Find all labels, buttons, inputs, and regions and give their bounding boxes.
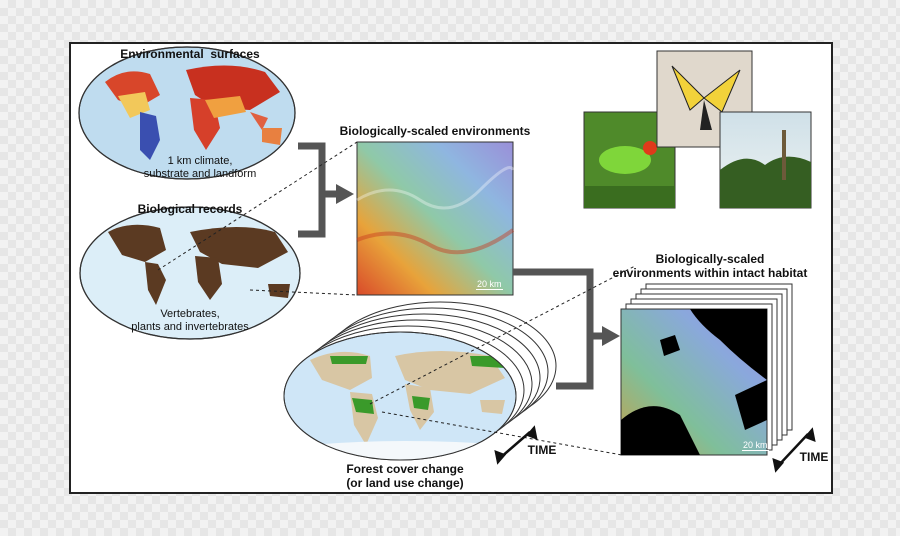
biological-records-subtitle-1: Vertebrates,	[160, 308, 220, 320]
environmental-surfaces-subtitle-2: substrate and landform	[143, 168, 257, 180]
connector-arrows	[298, 142, 604, 390]
time-label-1: TIME	[527, 443, 557, 457]
forest-cover-title-1: Forest cover change	[346, 462, 464, 476]
intact-habitat-title-1: Biologically-scaled	[655, 252, 765, 266]
biologically-scaled-environment-image	[356, 141, 515, 296]
environmental-surfaces-title: Environmental surfaces	[120, 47, 260, 61]
environmental-surfaces-subtitle-1: 1 km climate,	[167, 155, 233, 167]
arrow-head-1	[336, 184, 354, 204]
forest-photo	[719, 111, 812, 209]
forest-cover-title-2: (or land use change)	[346, 476, 464, 490]
scale-bar-1: 20 km	[476, 279, 503, 290]
biological-records-subtitle-2: plants and invertebrates	[131, 321, 249, 333]
biological-records-map	[79, 206, 301, 340]
dashed-guides	[157, 141, 636, 456]
arrow-head-2	[602, 326, 620, 346]
time-label-2: TIME	[799, 450, 829, 464]
biologically-scaled-environments-title: Biologically-scaled environments	[339, 124, 531, 138]
intact-habitat-title-2: environments within intact habitat	[612, 266, 808, 280]
forest-cover-map-stack	[283, 301, 557, 461]
intact-habitat-image-stack	[620, 283, 793, 456]
biological-records-title: Biological records	[137, 202, 243, 216]
time-arrow-icon	[494, 425, 816, 473]
environmental-surfaces-map	[78, 46, 296, 180]
scale-bar-2: 20 km	[742, 440, 769, 451]
